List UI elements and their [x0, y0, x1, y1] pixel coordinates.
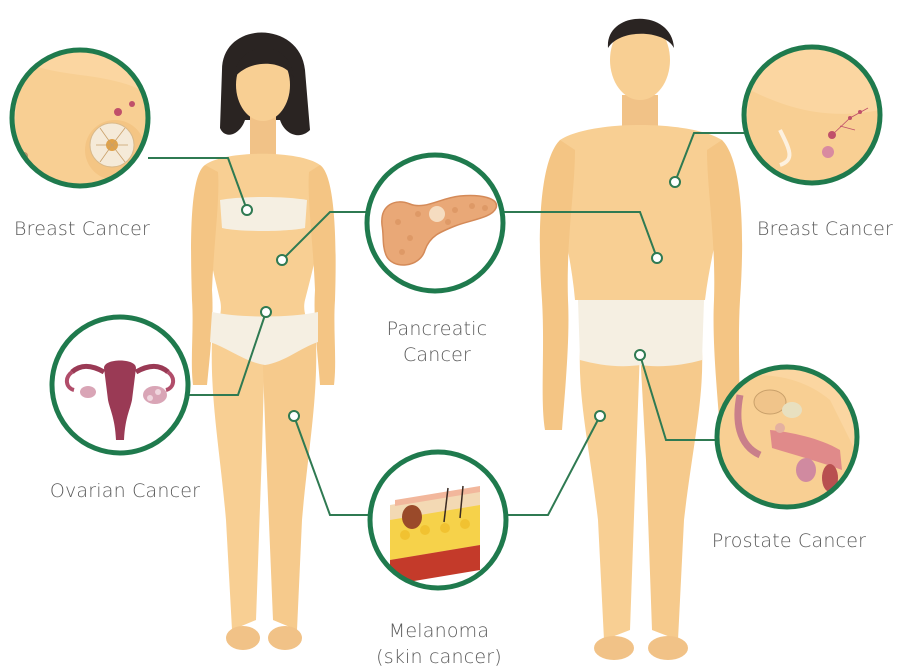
female-figure	[191, 33, 336, 651]
label-pancreatic-line2: Cancer	[367, 342, 507, 368]
dot-breast-female	[242, 205, 252, 215]
label-melanoma-line1: Melanoma	[355, 618, 523, 644]
pancreas-icon	[367, 155, 503, 291]
label-breast-cancer-female: Breast Cancer	[4, 216, 160, 242]
label-prostate-cancer: Prostate Cancer	[705, 528, 873, 554]
dot-pancreas-male	[652, 253, 662, 263]
dot-ovary	[261, 307, 271, 317]
label-ovarian-cancer: Ovarian Cancer	[40, 478, 210, 504]
label-pancreatic-cancer: Pancreatic Cancer	[367, 316, 507, 368]
dot-skin-female	[289, 411, 299, 421]
dot-breast-male	[670, 177, 680, 187]
uterus-ovaries-icon	[52, 317, 188, 453]
prostate-anatomy-icon	[717, 367, 860, 520]
label-breast-cancer-male: Breast Cancer	[750, 216, 900, 242]
breast-tissue-icon	[10, 50, 150, 190]
dot-prostate	[635, 350, 645, 360]
dot-skin-male	[595, 411, 605, 421]
skin-layers-icon	[370, 452, 506, 588]
dot-pancreas-female	[277, 255, 287, 265]
male-figure	[540, 19, 742, 660]
label-melanoma-line2: (skin cancer)	[355, 644, 523, 670]
label-pancreatic-line1: Pancreatic	[367, 316, 507, 342]
male-chest-icon	[740, 47, 880, 190]
label-melanoma: Melanoma (skin cancer)	[355, 618, 523, 670]
